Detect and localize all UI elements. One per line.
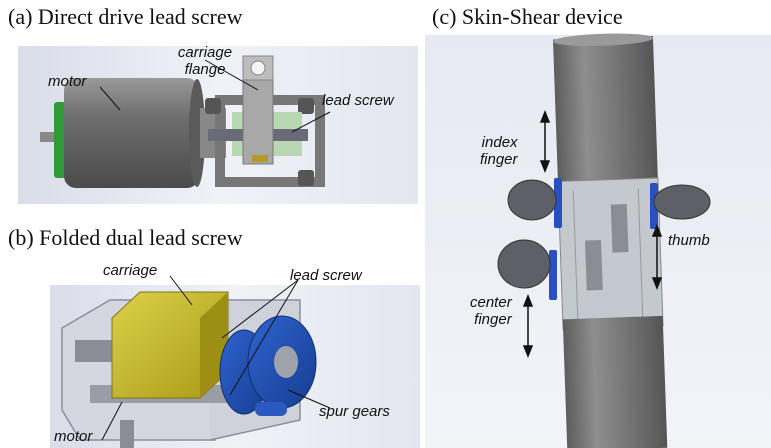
label-motor-a: motor <box>48 73 87 90</box>
internal-edge <box>637 188 644 319</box>
label-spur-gears: spur gears <box>319 403 390 420</box>
leader-leadscrew-b1 <box>221 279 299 339</box>
flange-hole <box>250 60 266 76</box>
panel-c-illustration <box>425 33 771 448</box>
motor-end <box>189 79 205 187</box>
leader-leadscrew-b2 <box>229 279 299 396</box>
label-lead-screw-a: lead screw <box>322 92 394 109</box>
thumb-arrow-head-down <box>651 277 663 291</box>
tube-top <box>553 33 653 47</box>
label-index-line1: index <box>481 134 518 151</box>
label-thumb: thumb <box>668 232 710 249</box>
label-carriage-b: carriage <box>103 262 158 279</box>
label-index-line2: finger <box>480 151 518 168</box>
gear-hub <box>274 346 298 378</box>
panel-a-illustration <box>18 46 418 204</box>
panel-b-illustration <box>50 275 420 448</box>
label-center-line1: center <box>470 294 512 311</box>
label-carriage-flange-line2: flange <box>184 61 226 78</box>
thumb-pad <box>650 183 658 229</box>
center-pad <box>549 250 557 300</box>
label-index-finger: index finger <box>480 134 518 168</box>
leader-carriage <box>169 275 193 306</box>
index-arrow-head-up <box>539 109 551 123</box>
motor-post <box>120 420 134 448</box>
index-arrow-head-down <box>539 160 551 174</box>
thumb-arrow-head-up <box>651 223 663 237</box>
leader-leadscrew-a <box>291 111 331 133</box>
index-fingertip <box>507 179 557 221</box>
internal-edge <box>572 190 579 321</box>
motor-cap <box>255 402 287 416</box>
center-arrow-head-up <box>522 293 534 307</box>
tube-upper <box>552 36 659 200</box>
panel-a-title: (a) Direct drive lead screw <box>8 4 243 29</box>
internal-module <box>610 204 629 253</box>
housing-bolt <box>298 98 314 114</box>
motor-body <box>64 78 199 188</box>
housing-bolt <box>298 170 314 186</box>
panel-c-title: (c) Skin-Shear device <box>432 4 623 29</box>
label-lead-screw-b: lead screw <box>290 267 362 284</box>
leader-flange <box>204 59 259 91</box>
thumb-tip <box>653 184 711 220</box>
index-pad <box>554 178 562 228</box>
motor-green-band <box>54 102 66 178</box>
center-fingertip <box>497 239 551 289</box>
leader-motor-a <box>99 86 121 111</box>
tube-lower <box>562 315 668 448</box>
label-carriage-flange: carriage flange <box>170 44 240 78</box>
leader-motor-b <box>101 401 123 441</box>
panel-b-title: (b) Folded dual lead screw <box>8 225 243 250</box>
motor-shaft <box>40 132 58 142</box>
leader-spur-gears <box>287 389 331 409</box>
nut <box>252 155 268 162</box>
internal-module <box>585 239 603 291</box>
label-center-finger: center finger <box>470 294 512 328</box>
label-center-line2: finger <box>474 311 512 328</box>
carriage-flange <box>242 71 274 165</box>
housing-bolt <box>205 98 221 114</box>
label-motor-b: motor <box>54 428 93 445</box>
center-arrow-head-down <box>522 345 534 359</box>
label-carriage-flange-line1: carriage <box>177 44 233 61</box>
